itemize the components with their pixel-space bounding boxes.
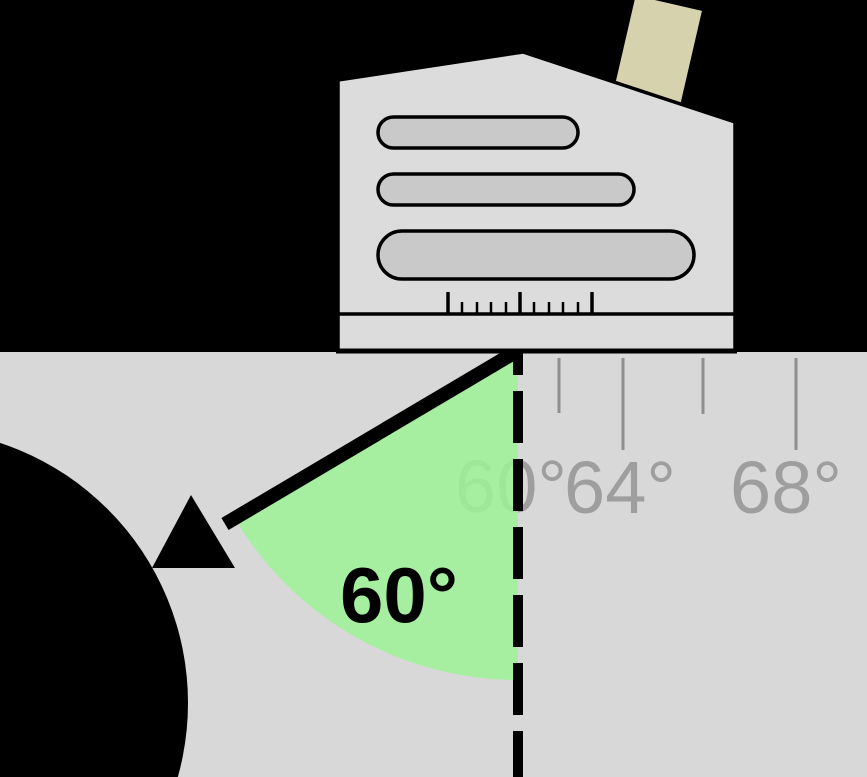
probe-ruler [338,292,735,316]
angle-arrow [152,343,523,568]
black-circle [0,442,188,777]
angle-scale: 60° 64° 68° [455,358,842,529]
angle-sector [233,351,518,680]
grip-bar-3 [376,229,696,281]
angle-value-label: 60° [340,551,458,639]
scale-label-64: 64° [564,446,676,529]
angle-arrowhead [152,495,235,568]
scale-label-68: 68° [730,446,842,529]
transducer [336,0,737,354]
grip-bar-2 [376,172,636,207]
angle-arrow-shaft [221,343,523,531]
grip-bar-1 [376,115,580,150]
